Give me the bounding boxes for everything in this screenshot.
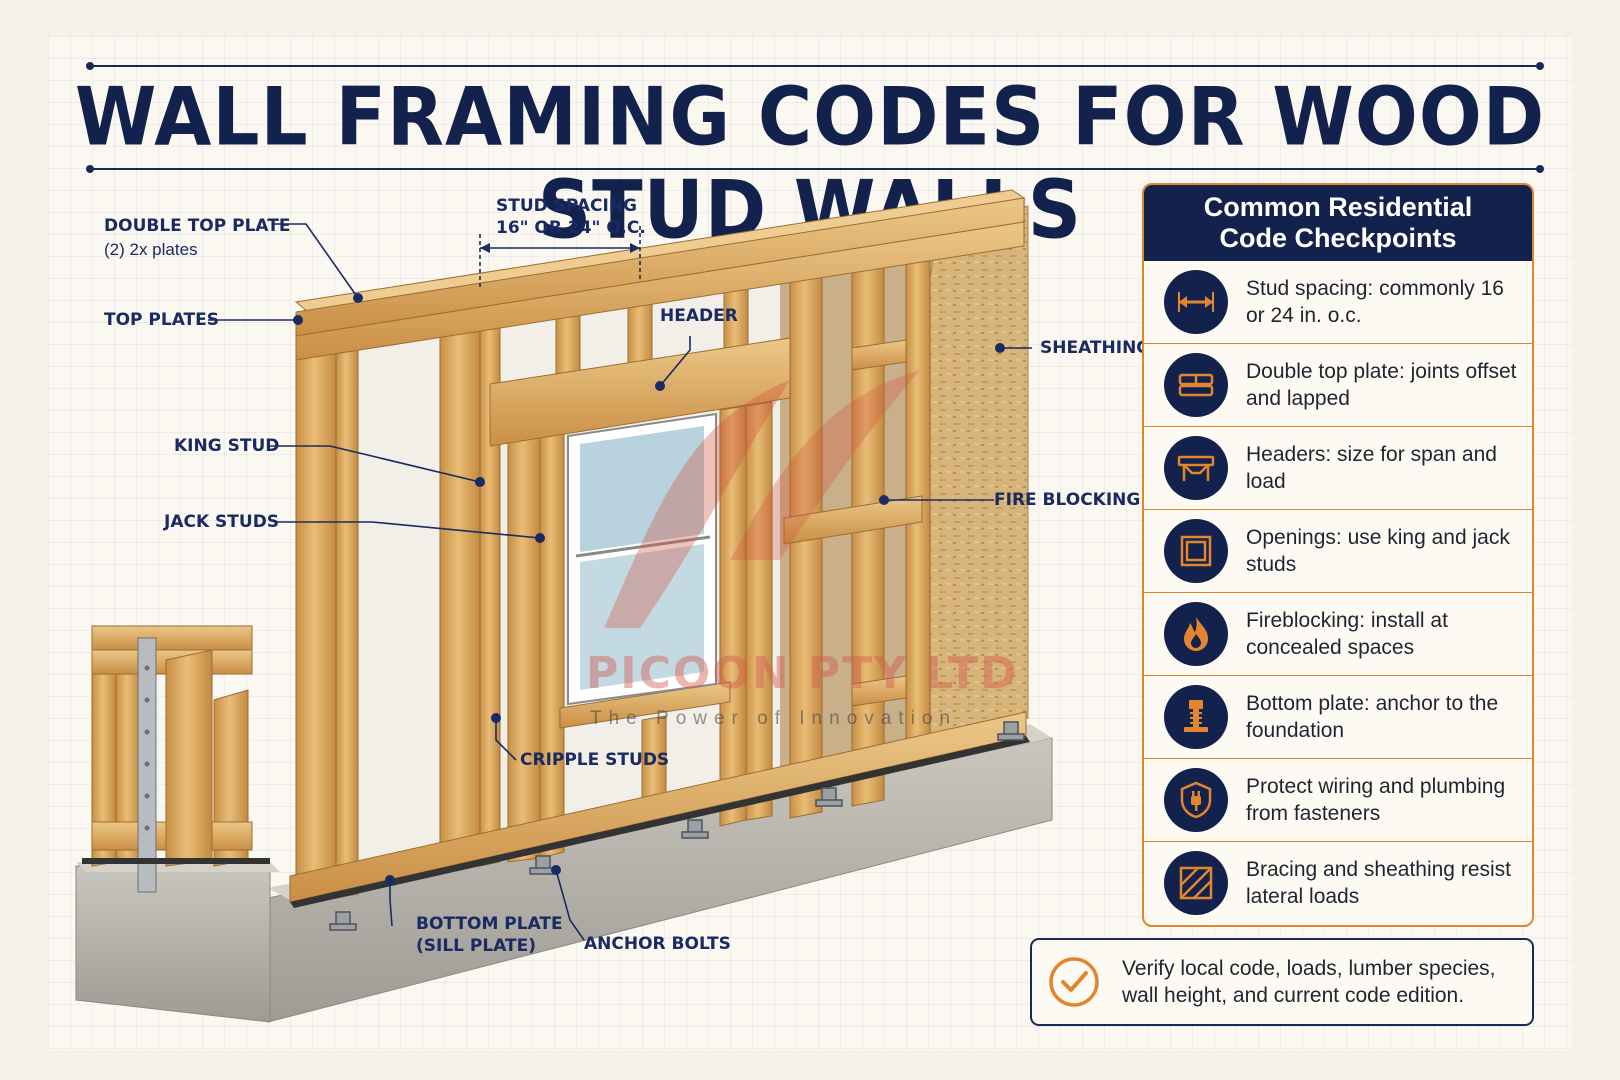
label-sheathing: SHEATHING bbox=[1040, 338, 1151, 358]
stacked-plates-icon bbox=[1164, 353, 1228, 417]
fire-blocking bbox=[783, 495, 923, 545]
checkpoint-row: Bracing and sheathing resist lateral loa… bbox=[1144, 841, 1532, 924]
checkmark-circle-icon bbox=[1049, 957, 1099, 1007]
leader-lines bbox=[208, 223, 1032, 941]
checkpoint-row: Fireblocking: install at concealed space… bbox=[1144, 592, 1532, 675]
top-plate-face-2 bbox=[295, 221, 1025, 361]
label-double-top-plate: DOUBLE TOP PLATE bbox=[104, 216, 291, 236]
label-jack-studs: JACK STUDS bbox=[164, 512, 280, 532]
anchor-bolt-icon bbox=[1164, 685, 1228, 749]
checkpoint-row: Protect wiring and plumbing from fastene… bbox=[1144, 758, 1532, 841]
label-fire-blocking: FIRE BLOCKING bbox=[994, 490, 1141, 510]
label-header: HEADER bbox=[660, 306, 738, 326]
shield-plug-icon bbox=[1164, 768, 1228, 832]
checkpoint-row: Openings: use king and jack studs bbox=[1144, 509, 1532, 592]
verification-note: Verify local code, loads, lumber species… bbox=[1030, 938, 1534, 1026]
label-double-top-plate-sub: (2) 2x plates bbox=[104, 240, 198, 259]
label-stud-spacing: STUD SPACING bbox=[496, 196, 637, 216]
label-king-stud: KING STUD bbox=[174, 436, 280, 456]
window-frame-icon bbox=[1164, 519, 1228, 583]
arrows-horizontal-icon bbox=[1164, 270, 1228, 334]
label-top-plates: TOP PLATES bbox=[104, 310, 220, 330]
window bbox=[567, 412, 717, 706]
flame-icon bbox=[1164, 602, 1228, 666]
sheathing-panel bbox=[925, 205, 1029, 743]
label-anchor-bolts: ANCHOR BOLTS bbox=[584, 934, 731, 954]
panel-heading: Common Residential Code Checkpoints bbox=[1144, 185, 1532, 261]
checkpoint-row: Headers: size for span and load bbox=[1144, 426, 1532, 509]
checkpoint-row: Stud spacing: commonly 16 or 24 in. o.c. bbox=[1144, 261, 1532, 343]
checkpoint-row: Bottom plate: anchor to the foundation bbox=[1144, 675, 1532, 758]
corner-assembly bbox=[91, 625, 253, 867]
checkpoint-row: Double top plate: joints offset and lapp… bbox=[1144, 343, 1532, 426]
title-rule-top bbox=[86, 62, 1544, 70]
label-bottom-plate: BOTTOM PLATE bbox=[416, 914, 563, 934]
header-beam bbox=[489, 337, 791, 447]
diagonal-bracing-icon bbox=[1164, 851, 1228, 915]
header-beam-icon bbox=[1164, 436, 1228, 500]
watermark-swoosh bbox=[604, 380, 790, 628]
label-stud-spacing-sub: 16" OR 24" O.C. bbox=[496, 218, 646, 238]
corner-foundation bbox=[75, 865, 271, 1023]
title-rule-bottom bbox=[86, 165, 1544, 173]
label-cripple-studs: CRIPPLE STUDS bbox=[520, 750, 670, 770]
checkpoints-panel: Common Residential Code Checkpoints Stud… bbox=[1142, 183, 1534, 927]
label-bottom-plate-sub: (SILL PLATE) bbox=[416, 936, 537, 956]
